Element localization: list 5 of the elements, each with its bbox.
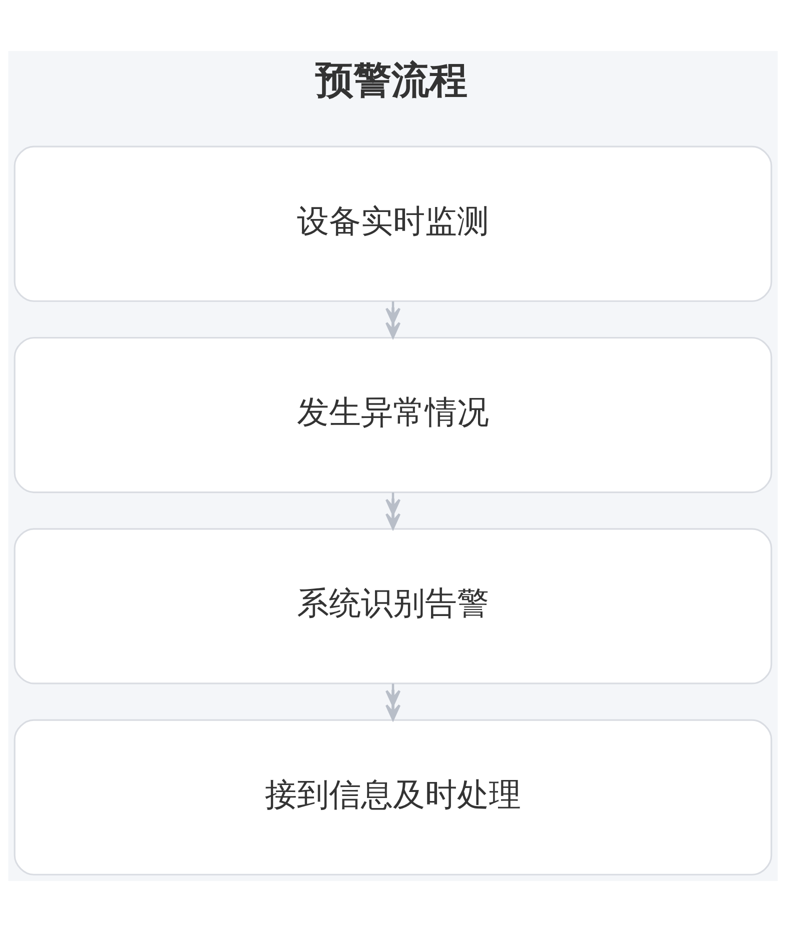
node-box: 设备实时监测 [14, 146, 772, 302]
diagram-title: 预警流程 [316, 58, 468, 103]
node-box: 接到信息及时处理 [14, 719, 772, 876]
node-box: 发生异常情况 [14, 336, 772, 494]
node-box: 系统识别告警 [14, 528, 772, 684]
